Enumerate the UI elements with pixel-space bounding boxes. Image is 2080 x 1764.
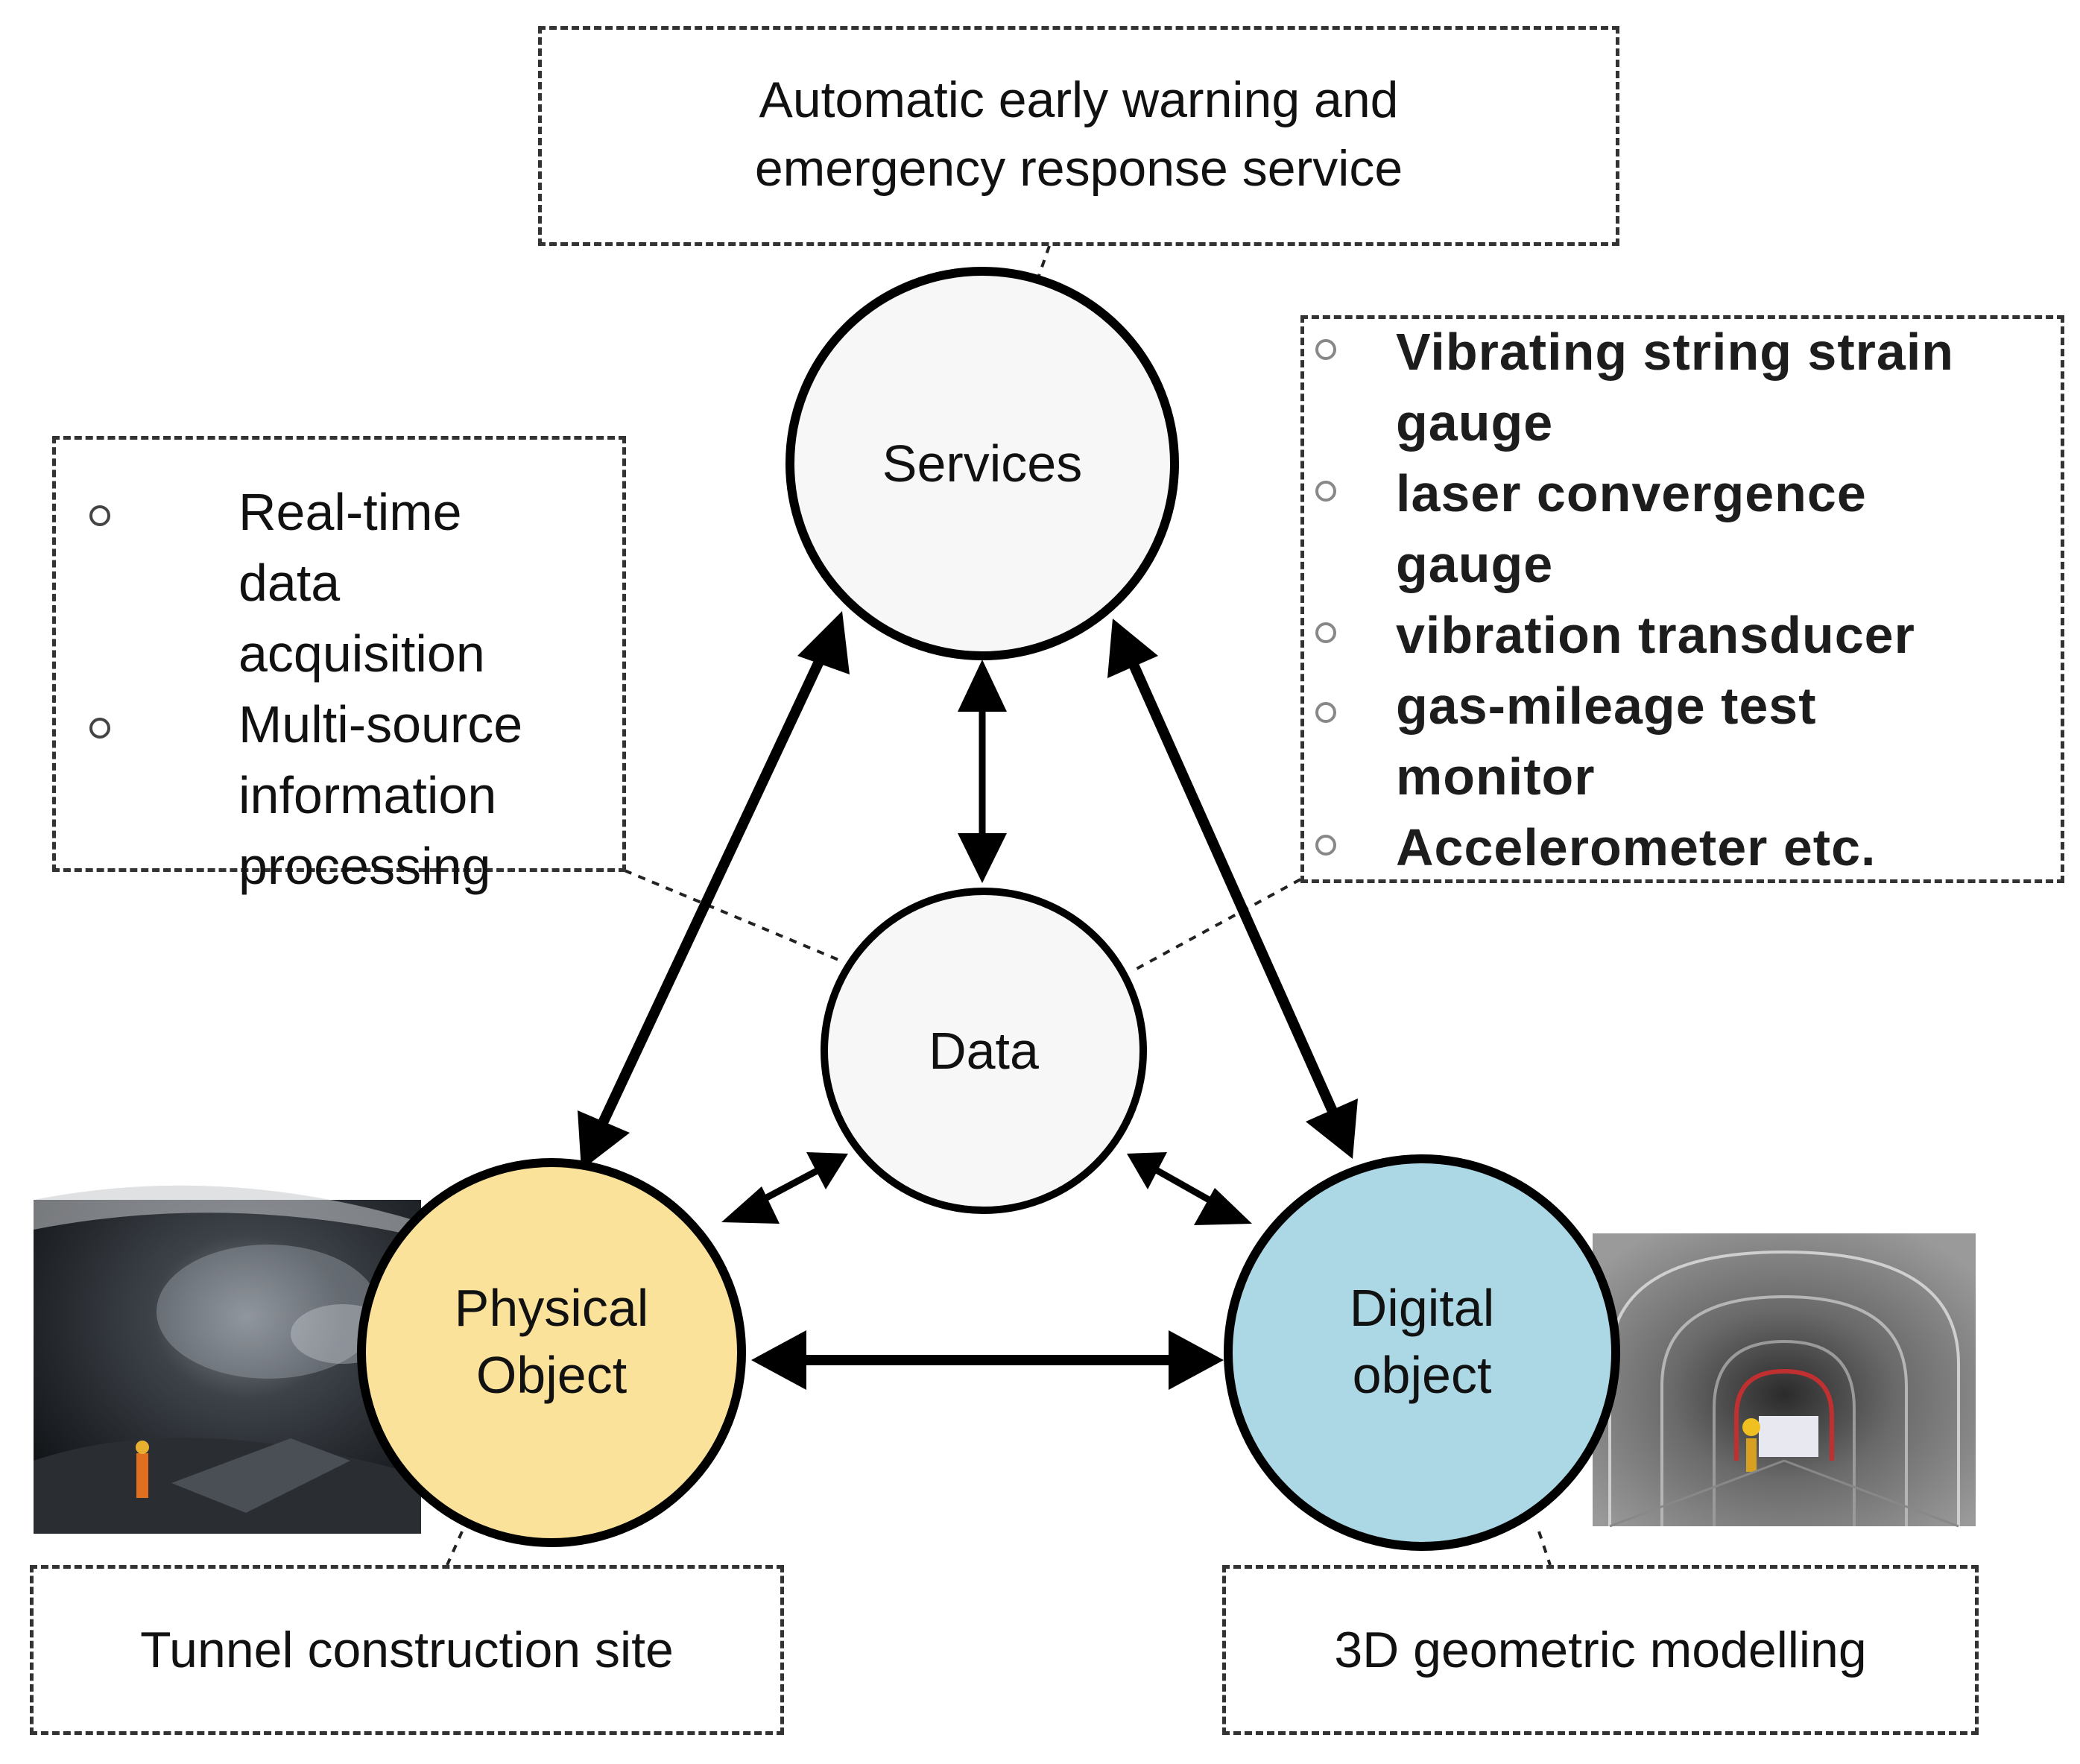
bullet-icon bbox=[89, 505, 110, 526]
arrowheads bbox=[578, 611, 1358, 1390]
leader-top bbox=[1037, 245, 1051, 276]
bullet-icon bbox=[1315, 622, 1336, 643]
list-item: Multi-source information processing bbox=[52, 689, 619, 902]
digital-object-label-line1: Digital bbox=[1349, 1279, 1495, 1337]
arrowhead bbox=[797, 611, 850, 674]
arrow-services-physical bbox=[595, 650, 829, 1131]
list-item-text: Accelerometer etc. bbox=[1396, 818, 1877, 876]
digital-object-circle bbox=[1224, 1154, 1620, 1551]
list-item-text: Vibrating string strain gauge bbox=[1396, 323, 1955, 452]
bottom-left-box-text: Tunnel construction site bbox=[140, 1622, 674, 1678]
list-item: gas-mileage test monitor bbox=[1300, 671, 2061, 812]
arrowhead bbox=[1127, 1152, 1167, 1189]
arrowhead bbox=[721, 1186, 780, 1224]
list-item: Vibrating string strain gauge bbox=[1300, 317, 2061, 458]
list-item: Accelerometer etc. bbox=[1300, 812, 2061, 883]
data-label: Data bbox=[929, 1022, 1039, 1080]
physical-object-label-line2: Object bbox=[475, 1346, 628, 1404]
bottom-right-box bbox=[1222, 1565, 1979, 1735]
leader-lines bbox=[446, 245, 1552, 1566]
digital-object-label-line2: object bbox=[1352, 1346, 1492, 1404]
right-box bbox=[1300, 315, 2064, 883]
physical-object-label-line1: Physical bbox=[454, 1279, 649, 1337]
physical-object-circle bbox=[357, 1158, 746, 1547]
list-item: vibration transducer bbox=[1300, 600, 2061, 671]
tunnel-3d-model-render bbox=[1593, 1233, 1976, 1528]
leader-right bbox=[1136, 878, 1301, 970]
bullet-icon bbox=[1315, 835, 1336, 856]
bullet-icon bbox=[1315, 339, 1336, 360]
data-circle bbox=[821, 888, 1147, 1214]
list-item-text: gas-mileage test monitor bbox=[1396, 677, 1817, 806]
list-item-text: laser convergence gauge bbox=[1396, 464, 1867, 593]
arrowhead bbox=[1107, 619, 1158, 678]
tunnel-site-photo bbox=[34, 1185, 421, 1534]
arrows bbox=[595, 650, 1341, 1365]
arrowhead bbox=[1169, 1330, 1224, 1390]
left-box bbox=[52, 436, 626, 872]
list-item-text: vibration transducer bbox=[1396, 606, 1915, 664]
list-item: Real-time data acquisition bbox=[52, 477, 619, 689]
bottom-left-box bbox=[30, 1565, 784, 1735]
arrowhead bbox=[1194, 1188, 1252, 1225]
bullet-icon bbox=[1315, 481, 1336, 502]
leader-bottom-left bbox=[446, 1531, 464, 1566]
top-box-line1: Automatic early warning and bbox=[759, 72, 1399, 128]
right-box-list: Vibrating string strain gauge laser conv… bbox=[1300, 317, 2061, 883]
leader-left bbox=[624, 869, 843, 963]
leader-bottom-right bbox=[1537, 1531, 1552, 1566]
arrowhead bbox=[958, 833, 1007, 883]
arrow-services-digital bbox=[1126, 657, 1341, 1120]
arrowhead bbox=[751, 1330, 806, 1390]
top-box bbox=[538, 26, 1619, 246]
list-item-text: Multi-source information processing bbox=[238, 695, 523, 895]
arrowhead bbox=[1306, 1098, 1358, 1159]
services-label: Services bbox=[882, 434, 1083, 493]
arrowhead bbox=[958, 660, 1007, 712]
bottom-right-box-text: 3D geometric modelling bbox=[1334, 1622, 1867, 1678]
top-box-line2: emergency response service bbox=[754, 140, 1403, 197]
list-item: laser convergence gauge bbox=[1300, 458, 2061, 600]
bullet-icon bbox=[89, 718, 110, 739]
arrowhead bbox=[806, 1152, 848, 1189]
bullet-icon bbox=[1315, 702, 1336, 723]
list-item-text: Real-time data acquisition bbox=[238, 483, 485, 683]
left-box-list: Real-time data acquisition Multi-source … bbox=[52, 477, 619, 902]
arrowhead bbox=[578, 1110, 630, 1170]
services-circle bbox=[785, 267, 1179, 660]
